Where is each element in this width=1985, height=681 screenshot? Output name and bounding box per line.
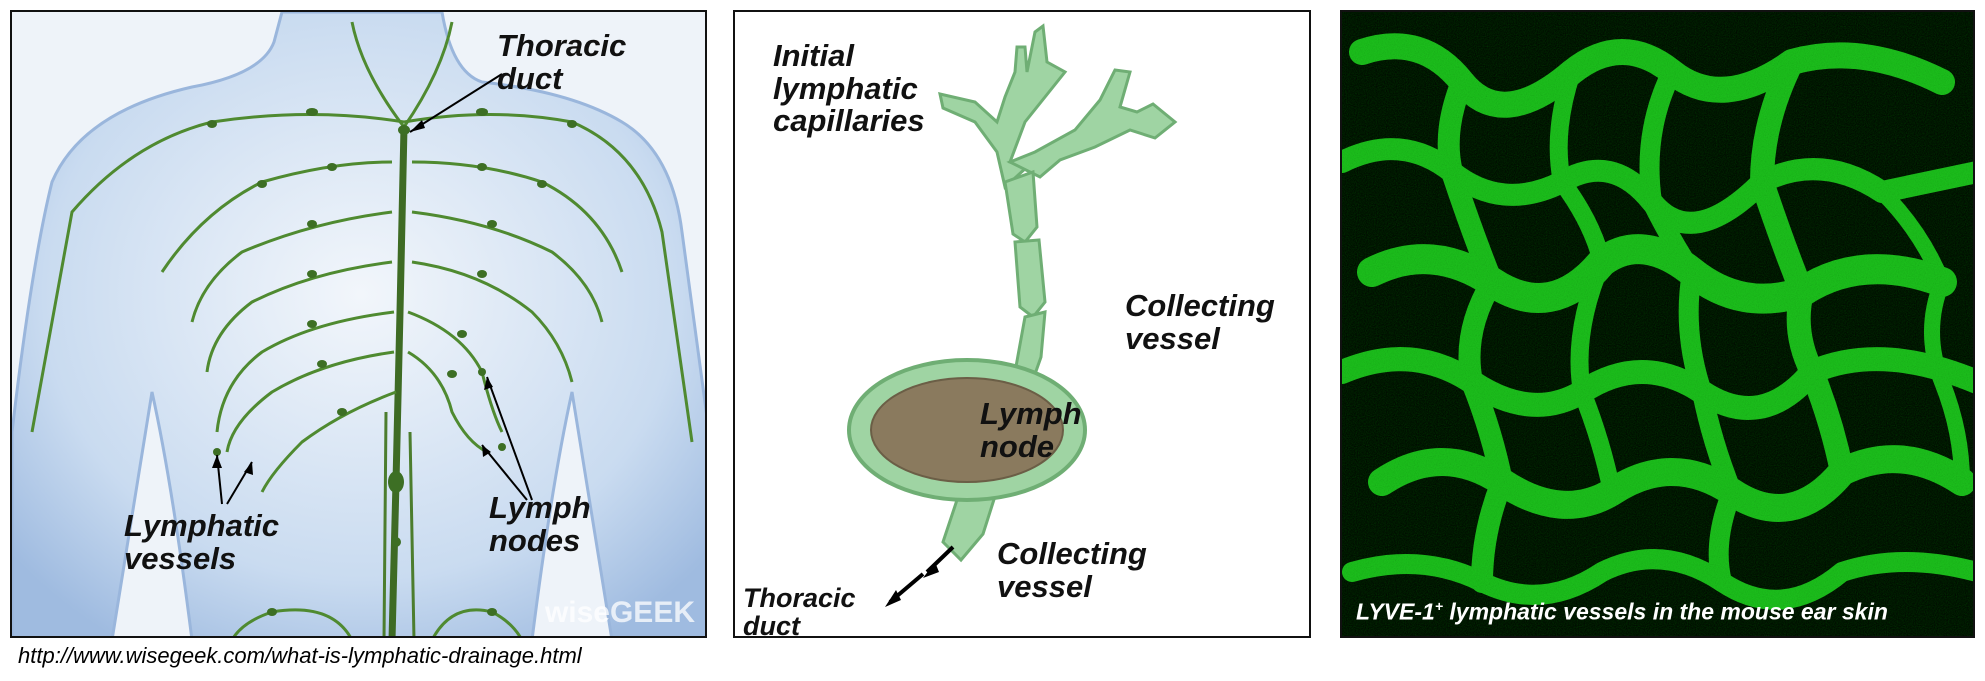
watermark: wiseGEEK <box>544 596 695 629</box>
label-lymph-nodes: Lymph nodes <box>489 490 591 558</box>
label-initial-capillaries: Initial lymphatic capillaries <box>773 38 925 139</box>
micrograph-panel: LYVE-1+ lymphatic vessels in the mouse e… <box>1340 10 1975 638</box>
caption-sup: + <box>1434 598 1444 615</box>
lymph-node-core <box>870 377 1064 483</box>
thoracic-duct-vessel <box>388 126 408 636</box>
source-url-caption: http://www.wisegeek.com/what-is-lymphati… <box>18 643 582 668</box>
label-collecting-vessel-upper: Collecting vessel <box>1125 288 1275 356</box>
schematic-panel: Initial lymphatic capillaries Collecting… <box>733 10 1311 638</box>
lyve1-micrograph <box>1342 12 1973 636</box>
body-illustration-panel: Thoracic duct Lymphatic vessels Lymph no… <box>10 10 707 638</box>
label-lymphatic-vessels: Lymphatic vessels <box>124 508 280 576</box>
torso-silhouette <box>12 12 705 636</box>
outflow-arrows <box>888 545 955 604</box>
lymph-nodes <box>207 108 577 616</box>
label-lymph-node: Lymph node <box>980 396 1082 464</box>
body-illustration <box>12 12 705 636</box>
caption-prefix: LYVE-1 <box>1356 599 1435 625</box>
schematic-drawing <box>847 23 1178 607</box>
caption-suffix: lymphatic vessels in the mouse ear skin <box>1443 599 1888 625</box>
label-thoracic-duct-schematic: Thoracic duct <box>743 583 856 638</box>
label-thoracic-duct: Thoracic duct <box>497 28 627 96</box>
vessel-tree <box>938 23 1178 563</box>
label-collecting-vessel-lower: Collecting vessel <box>997 536 1147 604</box>
micrograph-caption: LYVE-1+ lymphatic vessels in the mouse e… <box>1356 598 1888 626</box>
